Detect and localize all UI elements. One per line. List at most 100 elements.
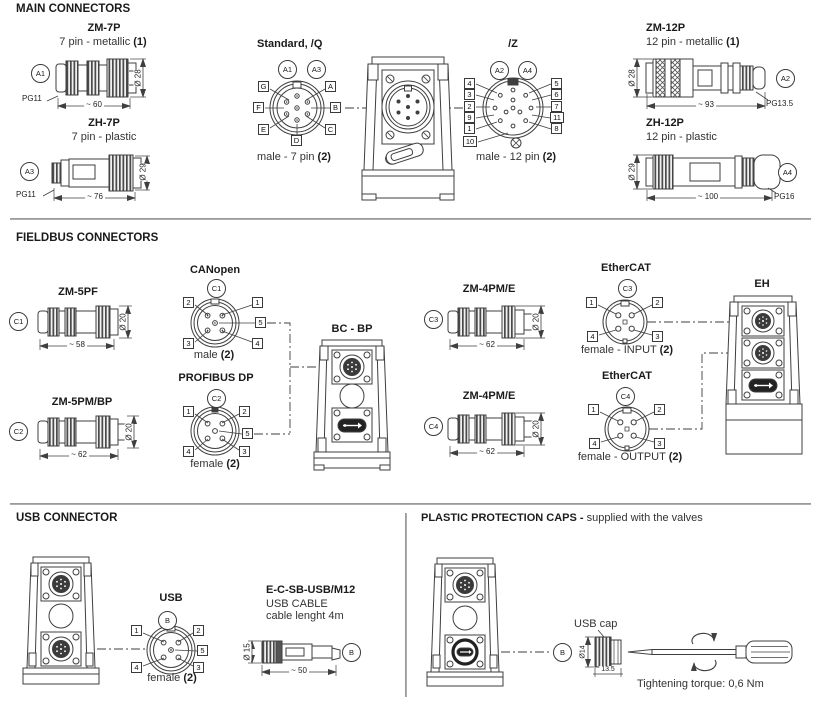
tightening-torque-label: Tightening torque: 0,6 Nm xyxy=(637,678,764,690)
pin-label: 4 xyxy=(131,662,142,673)
pin-label: 5 xyxy=(255,317,266,328)
zm5pmbp-length: ~ 62 xyxy=(69,450,89,459)
pin-label: 9 xyxy=(464,112,475,123)
usb-cap-diameter: Ø14 xyxy=(579,645,587,659)
pinout-7pin-title: Standard, /Q xyxy=(257,38,323,50)
ref-circle-c3: C3 xyxy=(424,310,443,329)
zm7p-diameter: Ø 28 xyxy=(133,69,143,87)
usb-cable-drawing xyxy=(248,640,341,676)
pin-label: 2 xyxy=(183,297,194,308)
canopen-caption: male (2) xyxy=(193,349,235,361)
pin-label: 1 xyxy=(588,404,599,415)
pin-label: 3 xyxy=(183,338,194,349)
bcbp-title: BC - BP xyxy=(331,323,373,335)
pin-label: E xyxy=(258,124,269,135)
zm12p-name: ZM-12P xyxy=(646,22,686,34)
zm4pme-c4-length: ~ 62 xyxy=(477,447,497,456)
canopen-pinout-drawing xyxy=(190,298,318,435)
ref-circle-a2: A2 xyxy=(776,69,795,88)
pin-label: 10 xyxy=(463,136,477,147)
ref-circle-b-cable: B xyxy=(342,643,361,662)
zm5pf-diameter: Ø 20 xyxy=(118,313,128,331)
pinout-12pin-caption: male - 12 pin (2) xyxy=(476,151,557,163)
pin-label: 3 xyxy=(464,89,475,100)
ethercat-out-caption: female - OUTPUT (2) xyxy=(577,451,683,463)
zm4pme-c3-diameter: Ø 20 xyxy=(531,313,541,331)
pin-label: 4 xyxy=(252,338,263,349)
section-title-usb: USB CONNECTOR xyxy=(16,512,118,524)
zh7p-length: ~ 76 xyxy=(85,192,105,201)
pin-label: A xyxy=(325,81,336,92)
zm7p-length: ~ 60 xyxy=(84,100,104,109)
pin-label: F xyxy=(253,102,264,113)
section-title-caps: PLASTIC PROTECTION CAPS - supplied with … xyxy=(421,512,703,524)
ref-circle-a4-pinout: A4 xyxy=(518,61,537,80)
usb-cable-line2: cable lenght 4m xyxy=(266,610,344,622)
zh7p-name: ZH-7P xyxy=(88,117,120,129)
ref-circle-a1: A1 xyxy=(31,64,50,83)
valve-body-usb-drawing xyxy=(22,556,146,685)
usb-pinout-title: USB xyxy=(159,592,183,604)
zh7p-diameter: Ø 29 xyxy=(138,163,148,181)
zm12p-desc: 12 pin - metallic (1) xyxy=(646,36,740,48)
zh12p-name: ZH-12P xyxy=(646,117,684,129)
pin-label: 5 xyxy=(242,428,253,439)
pin-label: 6 xyxy=(551,89,562,100)
ref-circle-c1-pinout: C1 xyxy=(207,279,226,298)
ref-circle-c2-pinout: C2 xyxy=(207,389,226,408)
zm7p-desc: 7 pin - metallic (1) xyxy=(59,36,147,48)
zm5pf-name: ZM-5PF xyxy=(58,286,98,298)
ref-circle-c4: C4 xyxy=(424,417,443,436)
ref-circle-c4-pinout: C4 xyxy=(616,387,635,406)
zm5pf-length: ~ 58 xyxy=(67,340,87,349)
ref-circle-a2-pinout: A2 xyxy=(490,61,509,80)
pin-label: 11 xyxy=(550,112,564,123)
zh12p-diameter: Ø 29 xyxy=(627,163,637,181)
ethercat-out-title: EtherCAT xyxy=(602,370,652,382)
pin-label: 4 xyxy=(183,446,194,457)
section-title-main: MAIN CONNECTORS xyxy=(16,3,131,15)
pin-label: 5 xyxy=(551,78,562,89)
pinout-7pin-drawing xyxy=(265,80,330,136)
usb-cap-label: USB cap xyxy=(574,618,618,630)
screwdriver-drawing xyxy=(627,632,793,672)
zm5pf-drawing xyxy=(37,305,132,350)
pin-label: 3 xyxy=(654,438,665,449)
ref-circle-a1-pinout: A1 xyxy=(278,60,297,79)
pin-label: 5 xyxy=(197,645,208,656)
usb-cable-line1: USB CABLE xyxy=(266,598,328,610)
zm4pme-c4-name: ZM-4PM/E xyxy=(462,390,516,402)
zh7p-gland-label: PG11 xyxy=(16,190,36,199)
pin-label: G xyxy=(258,81,269,92)
pin-label: B xyxy=(330,102,341,113)
pin-label: 3 xyxy=(239,446,250,457)
usb-pinout-caption: female (2) xyxy=(147,672,197,684)
valve-body-bcbp-drawing xyxy=(313,339,391,471)
ethercat-in-pinout-drawing xyxy=(597,299,744,345)
pin-label: 3 xyxy=(652,331,663,342)
zh12p-desc: 12 pin - plastic xyxy=(646,131,717,143)
usb-cap-width: 13.5 xyxy=(599,666,617,673)
pin-label: 1 xyxy=(183,406,194,417)
ref-circle-a3: A3 xyxy=(20,162,39,181)
usb-cable-length: ~ 50 xyxy=(289,666,309,675)
pin-label: 2 xyxy=(652,297,663,308)
usb-cap-drawing xyxy=(585,629,623,677)
pin-label: 2 xyxy=(464,101,475,112)
valve-body-caps-drawing xyxy=(426,557,552,687)
zm12p-drawing xyxy=(633,58,769,109)
zm12p-diameter: Ø 28 xyxy=(627,69,637,87)
zm5pmbp-diameter: Ø 20 xyxy=(124,423,134,441)
zh7p-drawing xyxy=(42,154,150,201)
pin-label: 4 xyxy=(589,438,600,449)
zm7p-drawing xyxy=(46,58,146,109)
zm12p-gland-label: PG13.5 xyxy=(766,99,794,108)
ref-circle-c3-pinout: C3 xyxy=(618,279,637,298)
pin-label: 1 xyxy=(131,625,142,636)
zm4pme-c3-length: ~ 62 xyxy=(477,340,497,349)
ref-circle-b-pinout: B xyxy=(158,611,177,630)
zh12p-length: ~ 100 xyxy=(695,192,721,201)
canopen-title: CANopen xyxy=(189,264,241,276)
